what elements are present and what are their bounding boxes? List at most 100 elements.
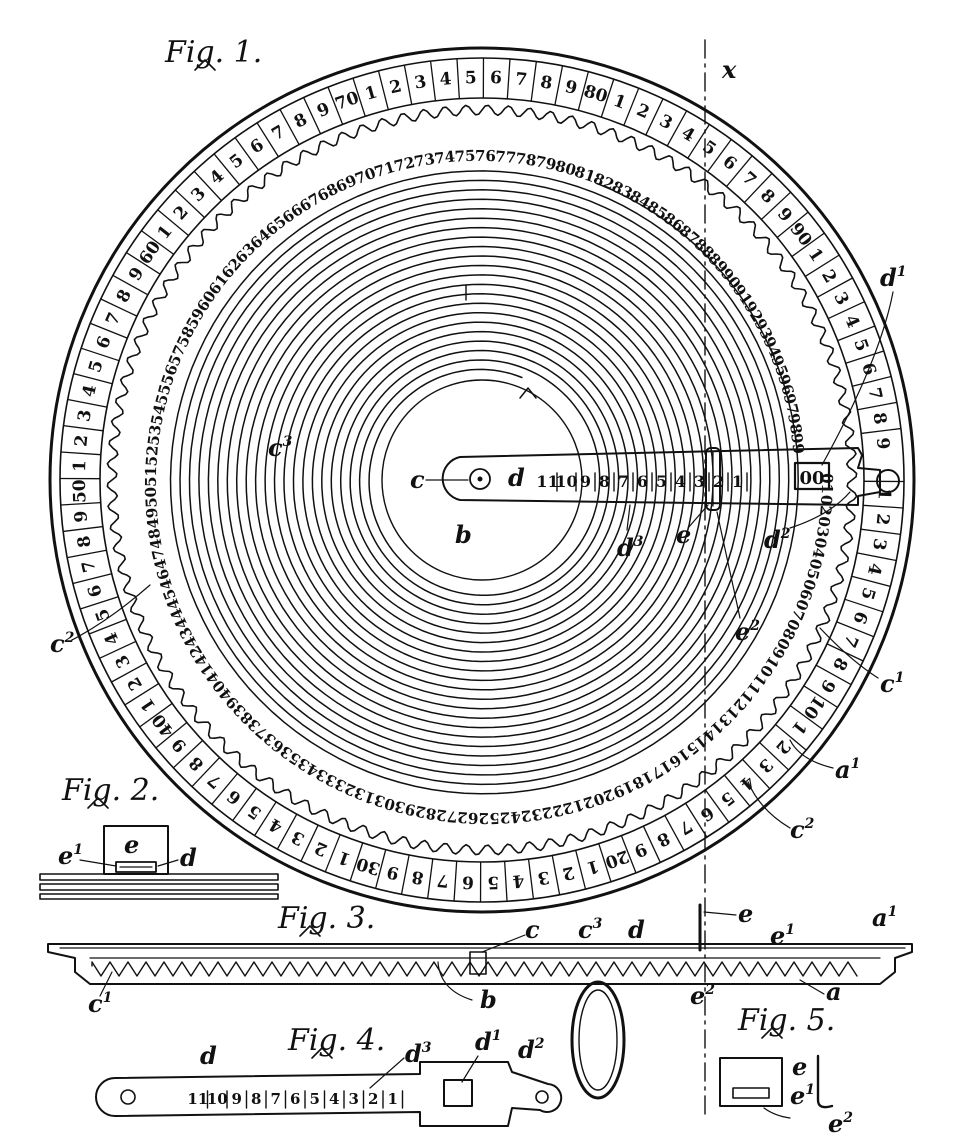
fig5-slider-e-front (719, 1057, 783, 1107)
outer-ring-divider (554, 65, 564, 106)
spiral-end-tab (519, 387, 537, 399)
window-reading: 00 (799, 468, 824, 489)
outer-ring-number: 4 (266, 814, 287, 837)
arm-scale-number: 4 (675, 472, 686, 491)
inner-ring-number: 81 (572, 162, 598, 186)
pointer-arm-d (441, 447, 881, 506)
inner-ring-number: 03 (813, 515, 834, 538)
outer-ring-divider (687, 123, 711, 159)
outer-ring-divider (620, 835, 637, 874)
fig3-leader-c1 (99, 971, 113, 997)
inner-ring-number: 49 (142, 507, 162, 530)
outer-ring-number: 6 (696, 802, 717, 825)
outer-ring-divider (124, 682, 160, 706)
inner-ring-number: 50 (142, 486, 161, 508)
figure-4-title-mark (311, 1047, 333, 1059)
fig4-scale-number: 8 (251, 1090, 261, 1108)
outer-ring-divider (789, 704, 824, 730)
arm-scale-number: 3 (694, 472, 705, 491)
figure-1-title: Fig. 1. (164, 35, 262, 70)
outer-ring-divider (172, 739, 204, 769)
fig3-label-c3: c3 (578, 915, 603, 944)
label-d3-fig1: d3 (617, 533, 644, 562)
outer-ring-number: 8 (113, 286, 136, 306)
figure-5: Fig. 5. e e1 e2 (719, 1003, 853, 1138)
outer-ring-number: 3 (536, 866, 551, 888)
outer-ring-number: 9 (125, 264, 148, 284)
label-c: c (410, 465, 425, 494)
outer-ring-number: 4 (678, 123, 699, 146)
arm-scale-number: 6 (637, 472, 648, 491)
inner-ring-number: 77 (495, 147, 517, 166)
outer-ring-number: 2 (312, 837, 331, 860)
outer-ring-divider (860, 528, 902, 536)
label-b: b (455, 520, 472, 549)
outer-ring-number: 7 (864, 386, 886, 402)
label-e2-fig1: e2 (735, 617, 760, 646)
outer-ring-number: 8 (291, 110, 311, 133)
outer-ring-number: 7 (738, 168, 760, 191)
outer-ring-number: 50 (70, 479, 91, 503)
outer-ring-divider (837, 325, 876, 342)
outer-ring-divider (232, 787, 258, 822)
outer-ring-divider (279, 108, 300, 146)
fig5-label-e1: e1 (790, 1081, 815, 1110)
outer-ring-divider (504, 860, 508, 902)
figure-2-title: Fig. 2. (61, 773, 159, 808)
inner-ring-number: 30 (382, 794, 407, 817)
outer-ring-divider (666, 110, 688, 147)
fig3-label-a: a (826, 977, 842, 1006)
outer-ring-number: 1 (787, 717, 810, 739)
outer-ring-divider (256, 122, 280, 158)
outer-ring-number: 4 (79, 383, 101, 399)
outer-ring-number: 1 (804, 245, 827, 266)
outer-ring-divider (327, 86, 344, 125)
outer-ring-number: 8 (539, 72, 554, 94)
fig3-ring-handle (570, 980, 626, 1100)
inner-ring-number: 96 (774, 372, 797, 397)
outer-ring-divider (155, 721, 188, 749)
outer-ring-divider (213, 153, 241, 186)
outer-ring-number: 9 (816, 676, 839, 696)
outer-ring-number: 9 (71, 510, 92, 524)
outer-ring-divider (704, 789, 730, 823)
outer-ring-number: 4 (101, 629, 124, 648)
outer-ring-number: 6 (224, 785, 246, 808)
outer-ring-number: 7 (268, 122, 288, 145)
outer-ring-number: 2 (170, 202, 193, 224)
label-e-fig1: e (676, 520, 691, 549)
outer-ring-divider (157, 209, 190, 237)
outer-ring-divider (706, 138, 732, 173)
arm-scale-number: 7 (618, 472, 629, 491)
serrated-ring (106, 104, 858, 856)
arm-scale-number: 5 (656, 472, 667, 491)
inner-ring-number: 79 (534, 152, 558, 174)
fig3-label-c1: c1 (88, 989, 112, 1018)
outer-ring-number: 1 (137, 694, 160, 715)
outer-ring-divider (110, 662, 148, 683)
outer-ring-number: 3 (829, 289, 852, 309)
outer-ring-divider (645, 98, 664, 136)
outer-ring-divider (600, 78, 615, 118)
fig2-leader-e1 (79, 859, 117, 867)
inner-ring-number: 72 (392, 153, 417, 175)
fig2-slot-e1 (115, 861, 157, 873)
leader-e (687, 504, 709, 529)
outer-ring-number: 2 (817, 266, 840, 286)
outer-ring-divider (827, 301, 866, 320)
inner-ring-number: 80 (553, 157, 578, 180)
figure-5-title: Fig. 5. (737, 1003, 835, 1038)
outer-ring-divider (80, 347, 120, 362)
outer-ring-divider (741, 758, 771, 790)
inner-ring-number: 27 (446, 807, 468, 826)
label-d: d (508, 463, 525, 492)
spiral-groove-c3 (169, 170, 799, 795)
fig5-arrow (763, 1107, 791, 1119)
outer-ring-divider (506, 58, 511, 100)
outer-ring-divider (303, 96, 322, 135)
outer-ring-divider (577, 70, 590, 111)
outer-ring-divider (856, 552, 897, 562)
figure-2: Fig. 2. e e1 d (39, 773, 279, 900)
outer-ring-divider (98, 640, 137, 659)
